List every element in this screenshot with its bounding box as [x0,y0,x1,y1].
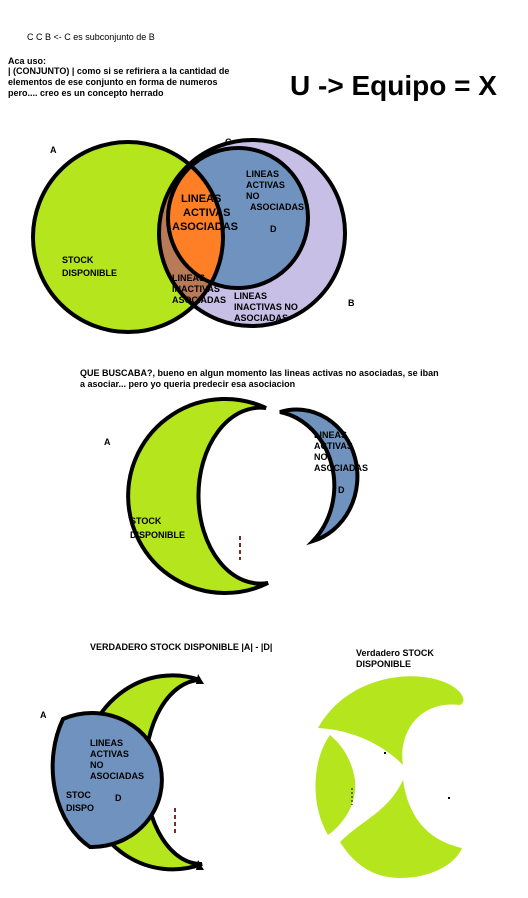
d1-ia-line-3: ASOCIADAS [172,295,227,305]
d3-label-d: D [115,793,122,803]
d1-stock-line-1: STOCK [62,255,94,265]
d3-stock-line-1: STOC [66,790,91,800]
d2-ana-line-2: ACTIVAS [314,441,353,451]
d3-ana-line-2: ACTIVAS [90,749,129,759]
d2-ana-line-4: ASOCIADAS [314,463,369,473]
set-a-outline [31,140,225,334]
d2-ana-line-3: NO [314,452,328,462]
note-line-1: Aca uso: [8,56,47,66]
note-line-4: pero.... creo es un concepto herrado [8,88,164,98]
d2-caption-line-2: a asociar... pero yo queria predecir esa… [80,379,296,389]
arrow-tip-bottom-3 [196,860,204,870]
d2-label-a: A [104,437,111,447]
d3-ana-line-4: ASOCIADAS [90,771,145,781]
d1-ana-line-4: ASOCIADAS [250,202,305,212]
d1-label-b: B [348,298,355,308]
d3-label-a: A [40,710,47,720]
d4-caption-line-1: Verdadero STOCK [356,648,434,658]
d1-aa-line-1: LINEAS [181,193,222,205]
activas-no-asociadas-region-3 [50,711,164,850]
d1-label-a: A [50,145,57,155]
d4-caption-line-2: DISPONIBLE [356,659,412,669]
true-stock-shape-left [315,735,356,835]
equation-title: U -> Equipo = X [290,70,497,101]
d1-ana-line-1: LINEAS [246,169,280,179]
d1-stock-line-2: DISPONIBLE [62,268,118,278]
set-d-outline [166,146,310,290]
d2-label-d: D [338,485,345,495]
d1-ina-line-2: INACTIVAS NO [234,302,298,312]
activas-no-asociadas-crescent-2 [279,407,360,546]
true-stock-shape-top [318,676,464,765]
d3-caption: VERDADERO STOCK DISPONIBLE |A| - |D| [90,642,273,652]
d1-ina-line-1: LINEAS [234,291,268,301]
note-line-3: elementos de ese conjunto en forma de nu… [8,77,218,87]
set-b-outline [157,138,347,328]
d2-stock-line-2: DISPONIBLE [130,530,186,540]
d1-ana-line-3: NO [246,191,260,201]
dot-marker-4b [448,797,450,799]
d3-ana-line-3: NO [90,760,104,770]
dot-marker-4a [384,752,386,754]
d3-stock-line-2: DISPO [66,803,95,813]
note-line-2: | (CONJUNTO) | como si se refiriera a la… [8,66,230,76]
d1-aa-line-2: ACTIVAS [183,207,231,219]
d1-ia-line-1: LINEAS [172,273,206,283]
d3-ana-line-1: LINEAS [90,738,124,748]
d1-ia-line-2: INACTIVAS [172,284,220,294]
subset-statement: C C B <- C es subconjunto de B [27,32,155,42]
d2-caption-line-1: QUE BUSCABA?, bueno en algun momento las… [80,368,439,378]
d1-ana-line-2: ACTIVAS [246,180,285,190]
d1-aa-line-3: ASOCIADAS [172,221,239,233]
true-stock-shape-bottom [340,780,462,878]
d1-ina-line-3: ASOCIADAS [234,313,289,323]
d1-label-d: D [270,224,277,234]
d2-stock-line-1: STOCK [130,516,162,526]
a-intersect-d-region [168,148,223,288]
arrow-tip-top-3 [196,674,204,684]
d1-label-c: C [225,137,232,147]
d2-ana-line-1: LINEAS [314,430,348,440]
stock-crescent-2 [126,396,269,595]
